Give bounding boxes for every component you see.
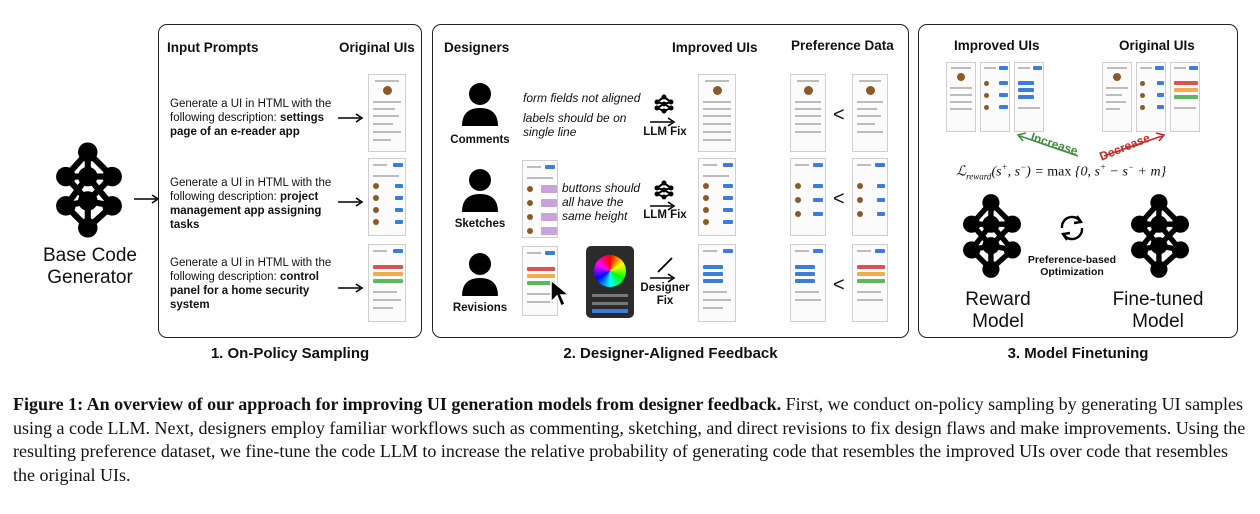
- preference-improved-thumbnail: [790, 158, 826, 236]
- improved-ui-thumbnail: [980, 62, 1010, 132]
- prompt-arrow-1: [338, 113, 363, 123]
- base-model-network-icon: [44, 140, 134, 240]
- ui-thumbnail: [368, 244, 406, 322]
- pen-icon: [657, 257, 673, 273]
- caption-bold: Figure 1: An overview of our approach fo…: [13, 394, 782, 414]
- original-ui-thumbnail: [1136, 62, 1166, 132]
- comment-note-1: form fields not aligned: [523, 91, 641, 105]
- finetuned-model-network-icon: [1122, 192, 1198, 280]
- prompt-1: Generate a UI in HTML with the following…: [170, 98, 332, 138]
- cursor-arrow-icon: [550, 278, 572, 308]
- finetuned-model-label: Fine-tuned Model: [1112, 289, 1204, 332]
- designer-person-icon: [462, 253, 498, 296]
- header-original-uis: Original UIs: [339, 40, 415, 55]
- header-preference-data: Preference Data: [791, 38, 894, 53]
- row-label-sketches: Sketches: [454, 218, 506, 230]
- reward-model-label: Reward Model: [965, 289, 1031, 332]
- cycle-icon: [1060, 215, 1084, 241]
- llm-network-icon: [654, 94, 674, 114]
- improved-ui-thumbnail: [698, 74, 736, 152]
- prompt-2: Generate a UI in HTML with the following…: [170, 177, 332, 231]
- improved-ui-thumbnail: [698, 244, 736, 322]
- less-than-symbol: <: [833, 188, 845, 210]
- header-designers: Designers: [444, 40, 510, 55]
- increase-arrow: [1016, 132, 1079, 157]
- designer-person-icon: [462, 169, 498, 212]
- preference-original-thumbnail: [852, 74, 888, 152]
- caption-text: First, we conduct on-policy sampling by …: [13, 394, 1246, 485]
- reward-loss-formula: ℒreward(s+, s−) = max {0, s+ − s− + m}: [956, 162, 1167, 182]
- base-model-label: Base Code Generator: [42, 245, 137, 288]
- improved-ui-thumbnail: [946, 62, 976, 132]
- sketch-note: buttons should all have the same height: [562, 181, 641, 223]
- header-improved-uis-3: Improved UIs: [954, 38, 1040, 53]
- section-title-1: 1. On-Policy Sampling: [210, 345, 370, 362]
- less-than-symbol: <: [833, 104, 845, 126]
- header-input-prompts: Input Prompts: [167, 40, 259, 55]
- section-title-3: 3. Model Finetuning: [1007, 345, 1149, 362]
- figure-caption: Figure 1: An overview of our approach fo…: [13, 393, 1248, 487]
- llm-network-icon: [654, 180, 674, 200]
- row-label-revisions: Revisions: [452, 302, 508, 314]
- designer-person-icon: [462, 83, 498, 126]
- prompt-arrow-2: [338, 197, 363, 207]
- llm-fix-label-2: LLM Fix: [643, 209, 687, 221]
- preference-improved-thumbnail: [790, 74, 826, 152]
- color-picker-panel: [586, 246, 634, 318]
- base-to-prompts-arrow: [134, 194, 159, 204]
- optimization-label: Preference-based Optimization: [1027, 254, 1117, 278]
- color-wheel: [594, 255, 626, 287]
- prompt-3: Generate a UI in HTML with the following…: [170, 257, 332, 311]
- improved-ui-thumbnail: [698, 158, 736, 236]
- original-ui-thumbnail: [1170, 62, 1200, 132]
- less-than-symbol: <: [833, 274, 845, 296]
- preference-original-thumbnail: [852, 158, 888, 236]
- preference-original-thumbnail: [852, 244, 888, 322]
- header-original-uis-3: Original UIs: [1119, 38, 1195, 53]
- ui-thumbnail: [368, 158, 406, 236]
- decrease-arrow: [1103, 132, 1166, 157]
- panel-designer-feedback: [432, 24, 909, 338]
- improved-ui-thumbnail: [1014, 62, 1044, 132]
- section-title-2: 2. Designer-Aligned Feedback: [563, 345, 778, 362]
- comment-note-2: labels should be on single line: [523, 111, 627, 139]
- header-improved-uis: Improved UIs: [672, 40, 758, 55]
- sketch-ui-thumbnail: [522, 160, 558, 238]
- row-label-comments: Comments: [450, 134, 510, 146]
- ui-thumbnail: [368, 74, 406, 152]
- preference-improved-thumbnail: [790, 244, 826, 322]
- llm-fix-label-1: LLM Fix: [643, 126, 687, 138]
- original-ui-thumbnail: [1102, 62, 1132, 132]
- reward-model-network-icon: [954, 192, 1030, 280]
- designer-fix-label: Designer Fix: [640, 282, 690, 307]
- prompt-arrow-3: [338, 283, 363, 293]
